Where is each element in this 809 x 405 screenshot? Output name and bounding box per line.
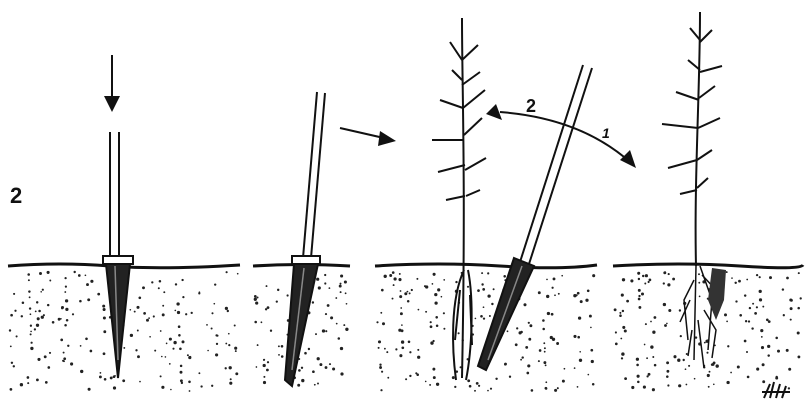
planted-seedling-icon xyxy=(662,12,722,266)
arrow-label-back: 2 xyxy=(526,96,536,116)
soil-block-4 xyxy=(613,264,803,394)
right-arrow-icon xyxy=(340,128,396,146)
soil-block-3 xyxy=(375,264,597,394)
down-arrow-icon xyxy=(104,55,120,112)
arrow-label-forward: 1 xyxy=(602,125,610,141)
step-number: 2 xyxy=(10,183,22,208)
